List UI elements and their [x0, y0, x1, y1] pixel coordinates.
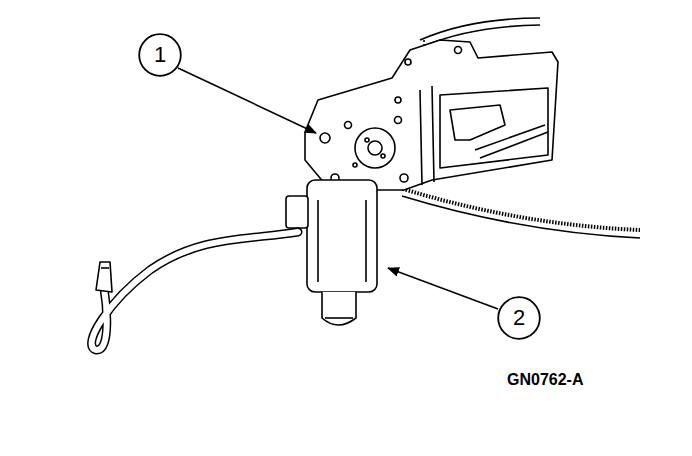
figure-code: GN0762-A [507, 371, 583, 389]
callout-circle: 1 [138, 33, 182, 77]
callout-number: 2 [513, 307, 525, 329]
callout-number: 1 [154, 44, 166, 66]
callout-circle: 2 [497, 296, 541, 340]
